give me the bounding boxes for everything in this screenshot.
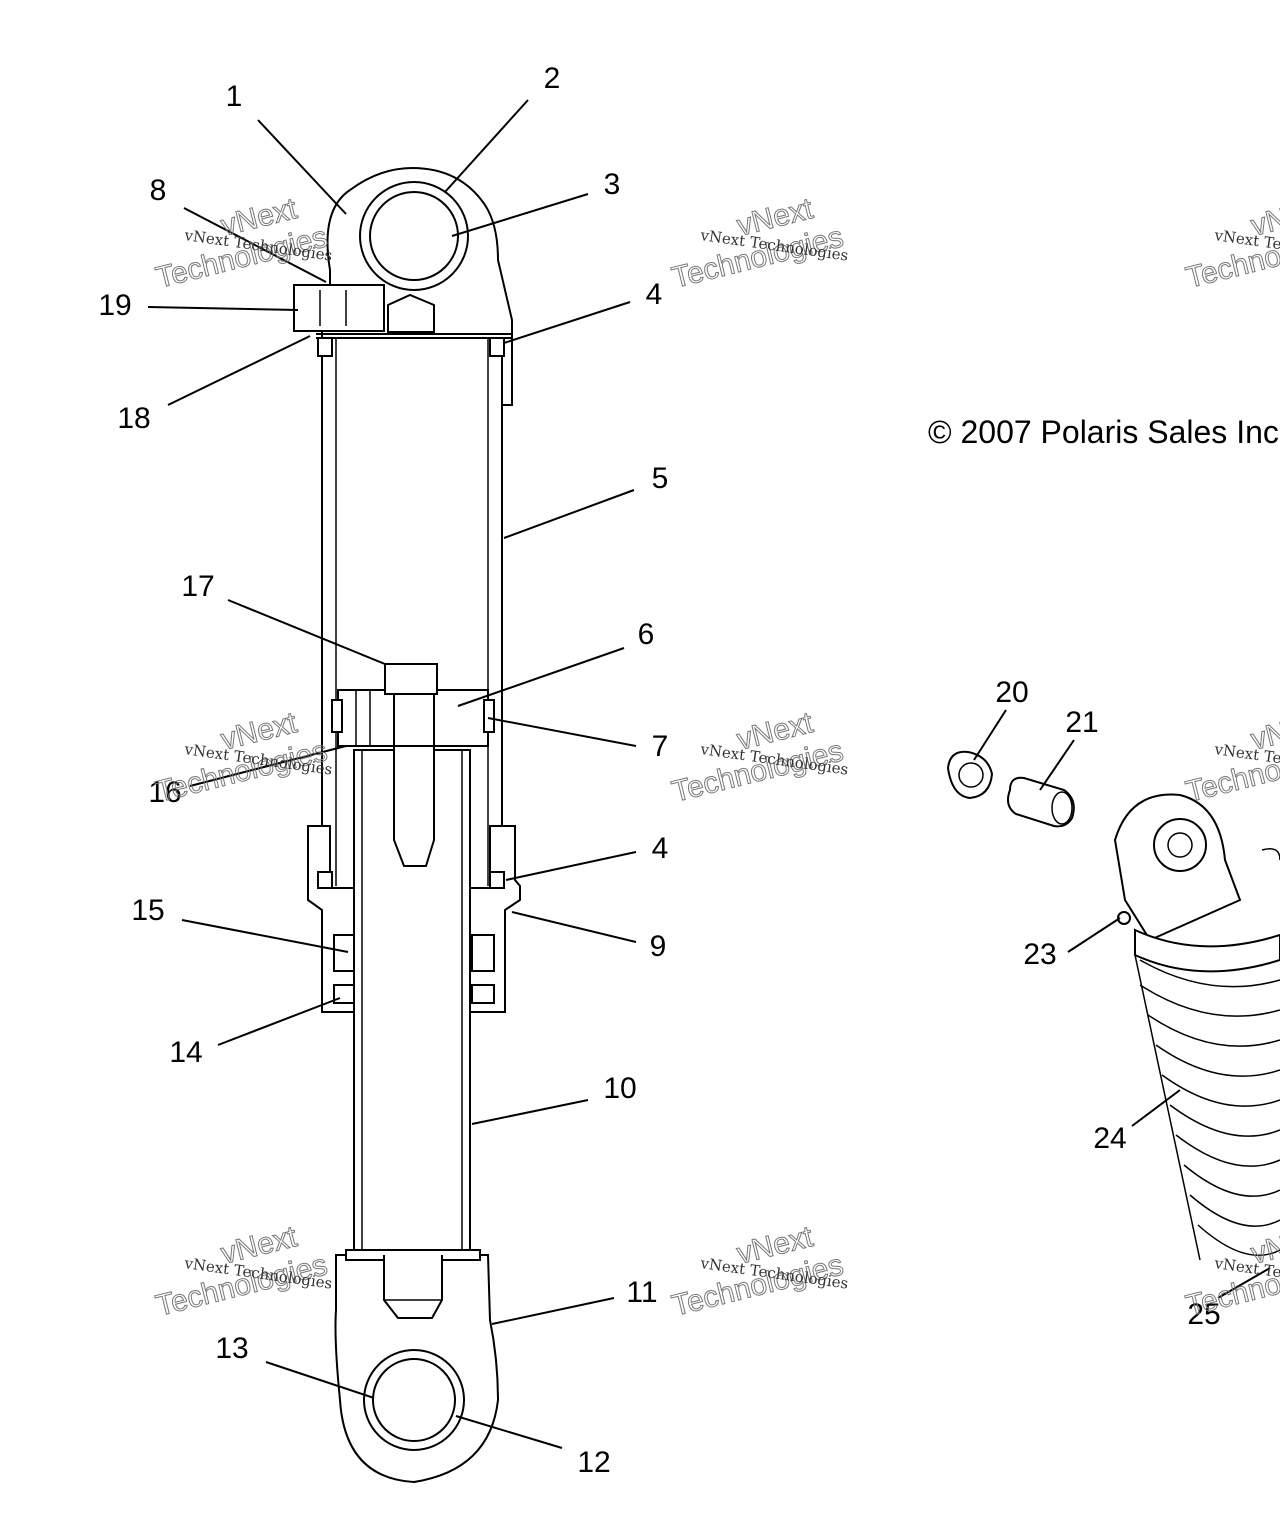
callout-23: 23	[1023, 938, 1056, 971]
callout-3: 3	[604, 168, 621, 201]
callout-numbers: 1 2 3 4 4 5 6 7 8 9 10 11 12 13 14 15 16…	[98, 62, 1220, 1479]
callout-25: 25	[1187, 1298, 1220, 1331]
watermark: vNext Technologies vNext Technologies	[152, 192, 333, 296]
callout-21: 21	[1065, 706, 1098, 739]
shock-assembly-with-spring	[946, 750, 1280, 1261]
watermark: vNext Technologies vNext Technologies	[1182, 192, 1280, 296]
watermark: vNext Technologies vNext Technologies	[1182, 706, 1280, 810]
bleed-screw	[293, 284, 385, 332]
callout-1: 1	[226, 80, 243, 113]
sleeve-21	[1007, 776, 1075, 828]
watermark: vNext Technologies vNext Technologies	[668, 1220, 849, 1324]
grease-fitting-23	[1117, 911, 1131, 925]
top-eye-bore	[369, 191, 459, 281]
seal-15	[333, 934, 357, 972]
callout-17: 17	[181, 570, 214, 603]
callout-9: 9	[650, 930, 667, 963]
callout-10: 10	[603, 1072, 636, 1105]
callout-15: 15	[131, 894, 164, 927]
callout-13: 13	[215, 1332, 248, 1365]
callout-4a: 4	[646, 278, 663, 311]
copyright-notice: © 2007 Polaris Sales Inc.	[928, 414, 1280, 450]
callout-14: 14	[169, 1036, 202, 1069]
callout-4b: 4	[652, 832, 669, 865]
piston-nut	[384, 663, 438, 695]
callout-19: 19	[98, 289, 131, 322]
callout-12: 12	[577, 1446, 610, 1479]
bushing-20	[946, 750, 994, 800]
shock-cross-section	[293, 166, 521, 1484]
callout-7: 7	[652, 730, 669, 763]
callout-24: 24	[1093, 1122, 1126, 1155]
callout-11: 11	[626, 1276, 657, 1309]
bottom-eye-bore	[372, 1358, 456, 1442]
watermark: vNext Technologies vNext Technologies	[152, 1220, 333, 1324]
watermark: vNext Technologies vNext Technologies	[152, 706, 333, 810]
callout-2: 2	[544, 62, 561, 95]
callout-8: 8	[150, 174, 167, 207]
callout-16: 16	[148, 776, 181, 809]
callout-18: 18	[117, 402, 150, 435]
callout-6: 6	[638, 618, 655, 651]
seal-14	[333, 984, 357, 1004]
callout-5: 5	[652, 462, 669, 495]
reservoir-cap	[387, 293, 435, 333]
watermark: vNext Technologies vNext Technologies	[668, 706, 849, 810]
watermark: vNext Technologies vNext Technologies	[668, 192, 849, 296]
leader-lines	[147, 99, 1271, 1449]
watermark: vNext Technologies vNext Technologies	[1182, 1220, 1280, 1324]
callout-20: 20	[995, 676, 1028, 709]
